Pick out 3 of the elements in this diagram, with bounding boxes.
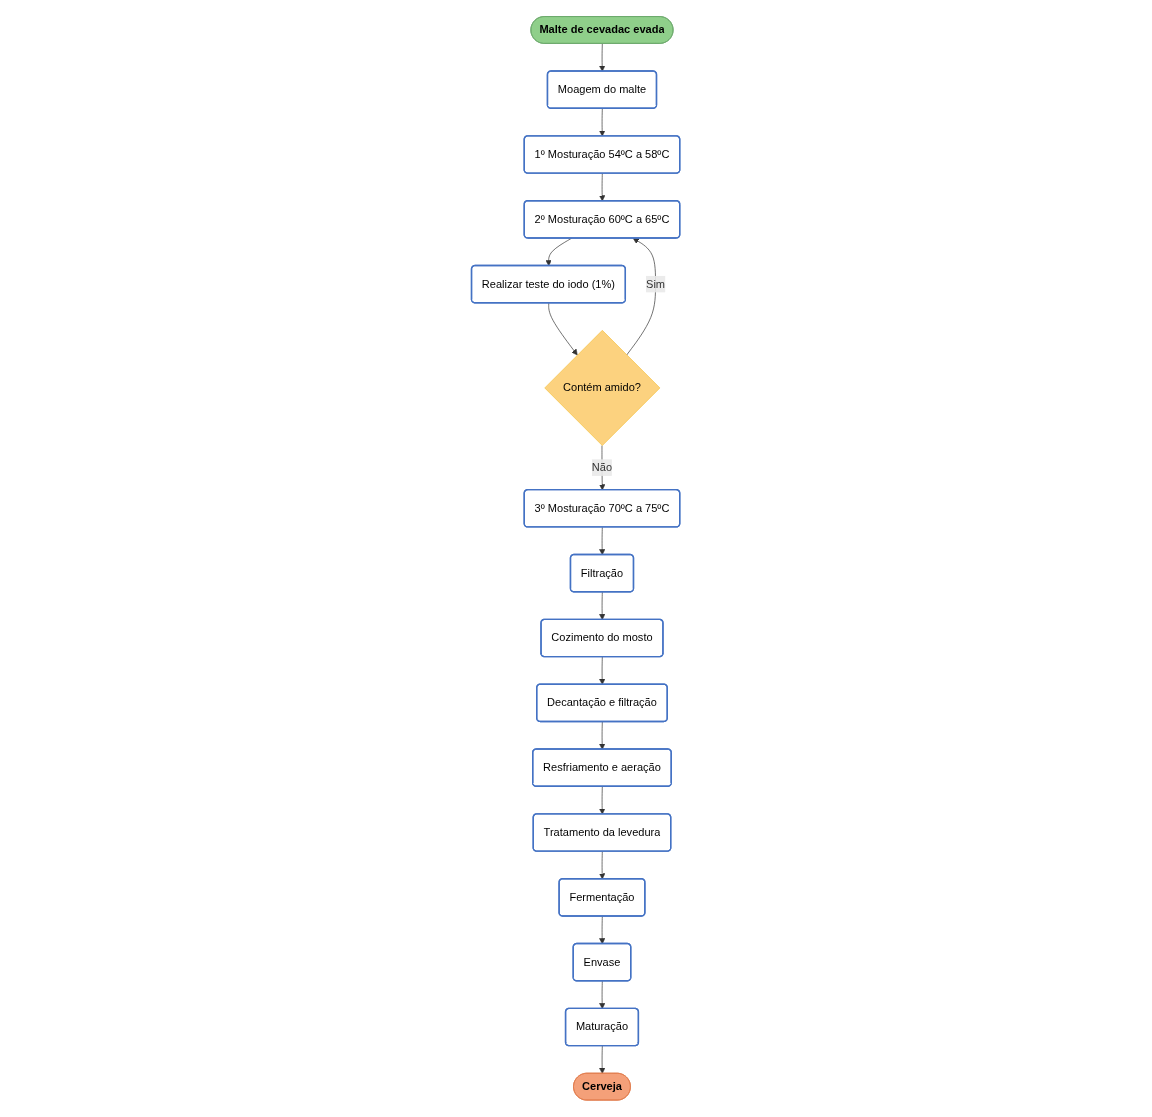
node-diamond: Contém amido?: [544, 330, 661, 447]
edge-label: Não: [592, 461, 613, 474]
edge-label: Sim: [646, 278, 666, 290]
